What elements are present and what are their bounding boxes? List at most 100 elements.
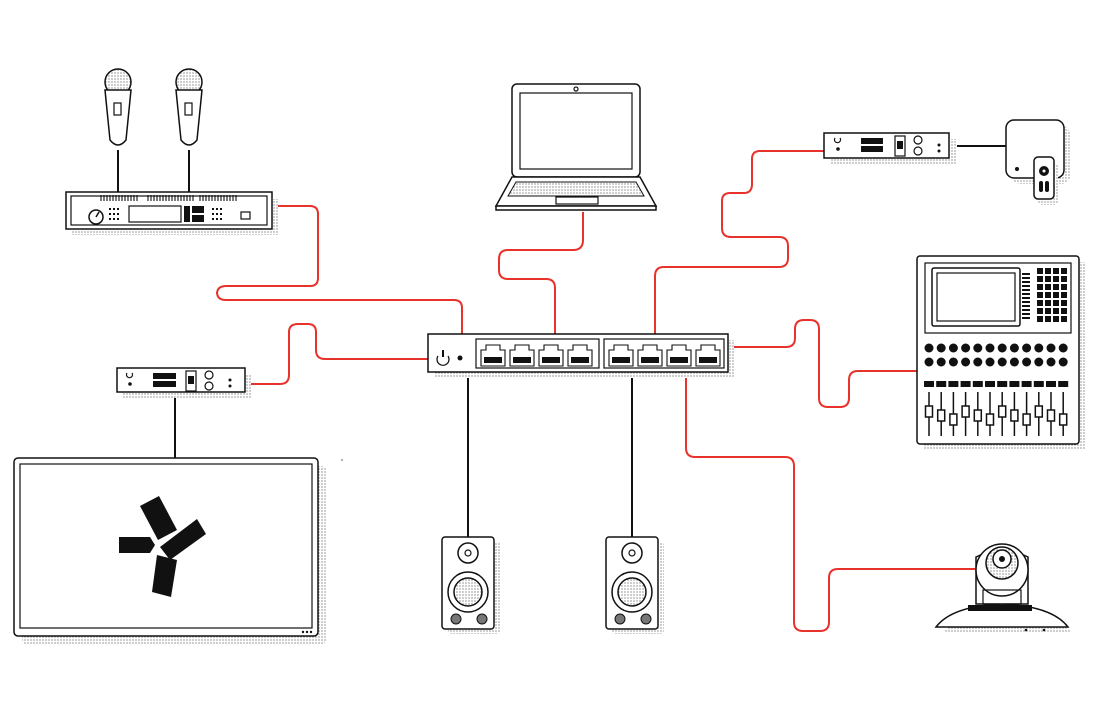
channel-strip — [985, 381, 995, 387]
cable-encoder-left-to-switch — [245, 323, 428, 385]
meter-led — [1022, 313, 1030, 315]
microphone-1 — [104, 68, 132, 146]
channel-strip — [1046, 381, 1056, 387]
mixer-button — [1045, 268, 1051, 274]
fader-cap — [997, 405, 1007, 418]
mixer-knob — [1022, 357, 1032, 367]
mixer-knob — [924, 357, 934, 367]
laptop — [494, 83, 658, 211]
mixer-button — [1061, 284, 1067, 290]
mixer-button — [1037, 316, 1043, 322]
mixer-icon — [916, 255, 1086, 450]
speaker-icon — [605, 536, 664, 634]
mixer-knob — [973, 357, 983, 367]
mixer-knob — [948, 343, 958, 353]
mixer-faders — [924, 381, 1069, 436]
channel-strip — [1009, 381, 1020, 387]
display-icon — [13, 457, 326, 644]
fader-cap — [973, 409, 983, 422]
meter-led — [1022, 305, 1030, 307]
meter-led — [1022, 297, 1030, 299]
meter-led — [1022, 301, 1030, 303]
mixer-button — [1053, 300, 1059, 306]
mixer-knob — [1046, 357, 1056, 367]
mixer-button — [1061, 300, 1067, 306]
meter-led — [1022, 273, 1030, 275]
mixer-button — [1045, 300, 1051, 306]
mixer-button-grid — [1022, 268, 1067, 322]
channel-strip — [924, 381, 934, 387]
meter-led — [1022, 277, 1030, 279]
fader-cap — [949, 413, 958, 426]
fader-cap — [1010, 409, 1019, 422]
mixer-knobs — [924, 343, 1068, 367]
mixer-button — [1061, 268, 1067, 274]
ethernet-port — [608, 344, 634, 367]
mixer-button — [1053, 292, 1059, 298]
fader-cap — [1034, 405, 1044, 418]
av-encoder-icon — [116, 367, 251, 398]
channel-strip — [972, 381, 983, 387]
remote-control — [1033, 156, 1058, 205]
mixer-knob — [985, 357, 995, 367]
mixer-knob — [1034, 357, 1044, 367]
microphone-icon — [175, 68, 203, 146]
channel-strip — [1021, 381, 1032, 387]
fader-cap — [1022, 413, 1031, 426]
ethernet-port — [666, 344, 692, 367]
cable-camera-to-switch — [685, 370, 975, 632]
fader-cap — [936, 409, 946, 422]
ethernet-port — [637, 344, 663, 367]
mixer-knob — [1058, 343, 1068, 353]
display — [13, 457, 326, 644]
channel-strip — [997, 381, 1008, 387]
mixer-button — [1061, 316, 1067, 322]
mixer-button — [1037, 292, 1043, 298]
network-cables — [216, 150, 975, 632]
speaker-right — [605, 536, 664, 634]
mixer-knob — [936, 343, 946, 353]
mixer-button — [1045, 308, 1051, 314]
microphone-icon — [104, 68, 132, 146]
channel-strip — [1058, 381, 1069, 387]
meter-led — [1022, 285, 1030, 287]
meter-led — [1022, 309, 1030, 311]
meter-led — [1022, 317, 1030, 319]
rack-unit-icon — [65, 191, 278, 235]
mixer-button — [1037, 268, 1043, 274]
mixer-knob — [924, 343, 934, 353]
mixer-knob — [1009, 357, 1019, 367]
mixing-console — [916, 255, 1086, 450]
cable-mixer-to-switch — [729, 319, 918, 408]
mixer-knob — [948, 357, 958, 367]
mixer-knob — [1034, 343, 1044, 353]
mixer-button — [1061, 308, 1067, 314]
mixer-button — [1045, 316, 1051, 322]
mixer-button — [1061, 292, 1067, 298]
mixer-button — [1045, 276, 1051, 282]
mixer-button — [1061, 276, 1067, 282]
encoder-top-right — [823, 132, 957, 164]
meter-led — [1022, 293, 1030, 295]
mixer-button — [1037, 284, 1043, 290]
brand-logo — [119, 496, 206, 597]
mixer-button — [1045, 284, 1051, 290]
mixer-button — [1037, 308, 1043, 314]
encoder-left — [116, 367, 251, 398]
ptz-camera-icon — [934, 543, 1072, 632]
speaker-icon — [441, 536, 500, 634]
mixer-knob — [985, 343, 995, 353]
channel-strip — [948, 381, 959, 387]
fader-cap — [924, 405, 934, 418]
mixer-knob — [1058, 357, 1068, 367]
analog-cables — [117, 145, 1006, 537]
mixer-button — [1053, 268, 1059, 274]
cable-encoder-right-to-switch — [654, 150, 824, 334]
mixer-button — [1037, 276, 1043, 282]
mixer-knob — [1022, 343, 1032, 353]
fader-cap — [961, 405, 970, 418]
meter-led — [1022, 289, 1030, 291]
ethernet-port — [567, 344, 593, 367]
ethernet-ports — [480, 344, 721, 367]
mixer-knob — [1046, 343, 1056, 353]
